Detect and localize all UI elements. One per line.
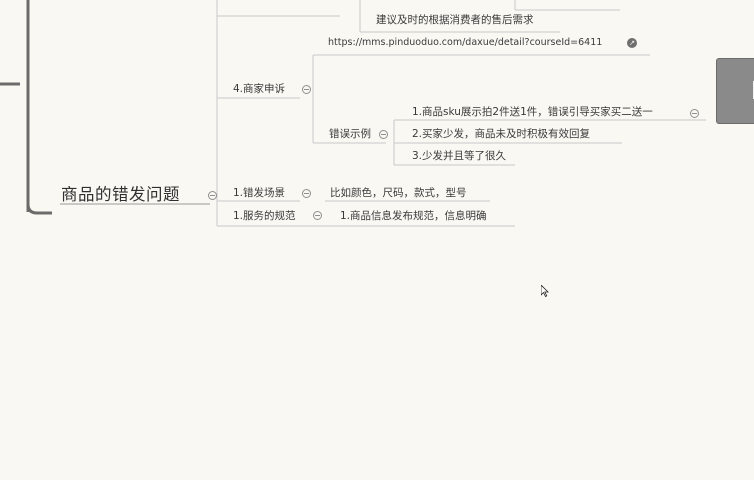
wrong-scene-detail-node[interactable]: 比如颜色，尺码，款式，型号 xyxy=(330,187,467,199)
image-thumbnail[interactable] xyxy=(716,58,754,124)
appeal-url-node[interactable]: https://mms.pinduoduo.com/daxue/detail?c… xyxy=(328,37,603,48)
wrong-scene-collapse-icon[interactable] xyxy=(302,189,311,198)
merchant-appeal-collapse-icon[interactable] xyxy=(302,85,311,94)
error-example-2-node[interactable]: 2.买家少发，商品未及时积极有效回复 xyxy=(412,128,591,140)
main-topic-collapse-icon[interactable] xyxy=(208,191,217,200)
top-partial-node[interactable]: 建议及时的根据消费者的售后需求 xyxy=(376,14,534,26)
error-examples-node[interactable]: 错误示例 xyxy=(329,128,371,140)
mouse-cursor-icon xyxy=(541,285,549,297)
error-example-3-node[interactable]: 3.少发并且等了很久 xyxy=(412,150,507,162)
wrong-scene-node[interactable]: 1.错发场景 xyxy=(233,187,286,199)
error-example-1-node[interactable]: 1.商品sku展示拍2件送1件，错误引导买家买二送一 xyxy=(412,106,653,118)
error-examples-collapse-icon[interactable] xyxy=(379,130,388,139)
link-icon[interactable]: ↗ xyxy=(627,38,637,48)
merchant-appeal-node[interactable]: 4.商家申诉 xyxy=(233,83,286,95)
service-norm-node[interactable]: 1.服务的规范 xyxy=(233,210,296,222)
service-norm-detail-node[interactable]: 1.商品信息发布规范，信息明确 xyxy=(340,210,487,222)
service-norm-collapse-icon[interactable] xyxy=(313,211,322,220)
main-topic-node[interactable]: 商品的错发问题 xyxy=(61,185,180,204)
error-example-1-collapse-icon[interactable] xyxy=(690,109,699,118)
